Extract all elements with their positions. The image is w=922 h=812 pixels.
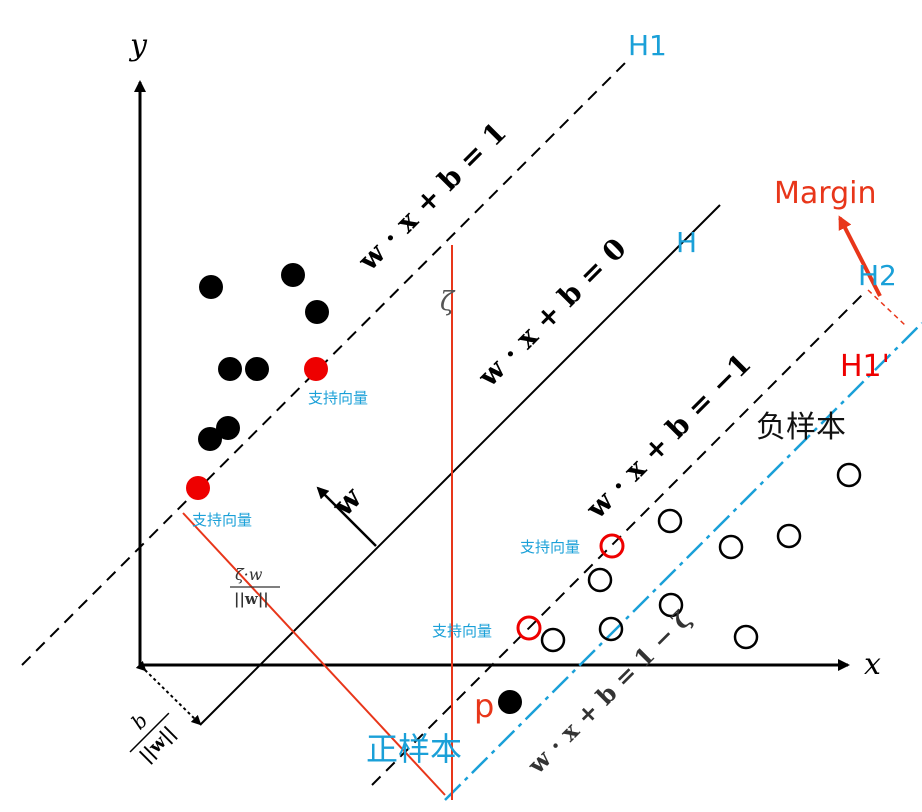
y-axis-label: y (128, 28, 148, 63)
equation-h1: w · x + b = 1 (351, 116, 513, 278)
negative-point (587, 567, 613, 593)
point-p (498, 690, 522, 714)
equation-h: w · x + b = 0 (471, 232, 633, 394)
label-h1: H1 (628, 29, 667, 62)
label-margin: Margin (774, 176, 876, 211)
fraction-b-w: b ||w|| (126, 708, 180, 767)
label-h2: H2 (858, 259, 897, 292)
equation-h2: w · x + b = −1 (579, 347, 758, 526)
negative-point (658, 592, 684, 618)
positive-point (218, 357, 242, 381)
positive-point (281, 263, 305, 287)
fraction-denominator: ||w|| (234, 590, 269, 608)
positive-point (305, 300, 329, 324)
label-h1-prime: H1' (840, 349, 890, 384)
w-vector-arrow (316, 486, 377, 547)
negative-support-vector (599, 533, 625, 559)
offset-fraction-bar (129, 712, 170, 753)
label-h: H (676, 226, 697, 259)
positive-support-vector (186, 476, 210, 500)
support-vector-label-4: 支持向量 (432, 622, 492, 640)
margin-dashed-connector (867, 289, 906, 326)
support-vector-label-1: 支持向量 (308, 389, 368, 407)
label-zeta: ζ (440, 287, 456, 317)
positive-point (245, 357, 269, 381)
fraction-zeta-w: ζ·w ||w|| (230, 565, 280, 608)
positive-points (186, 263, 522, 714)
label-positive-samples: 正样本 (366, 730, 462, 768)
negative-point (598, 616, 624, 642)
line-h1-prime (444, 322, 922, 801)
positive-point (216, 416, 240, 440)
label-p: p (474, 687, 494, 725)
negative-support-vector (516, 615, 542, 641)
margin-arrow (838, 215, 882, 297)
line-h2 (371, 294, 863, 786)
label-w-vector: w (325, 480, 370, 525)
support-vector-label-3: 支持向量 (520, 538, 580, 556)
x-axis-label: x (864, 647, 881, 682)
negative-point (776, 523, 802, 549)
zeta-w-line (182, 512, 446, 796)
positive-point (199, 275, 223, 299)
support-vector-label-2: 支持向量 (192, 511, 252, 529)
line-h (199, 204, 721, 726)
offset-numerator: b (126, 708, 152, 734)
label-negative-samples: 负样本 (756, 410, 846, 445)
negative-point (733, 624, 759, 650)
negative-point (718, 534, 744, 560)
negative-points (516, 462, 862, 653)
negative-point (836, 462, 862, 488)
negative-point (657, 508, 683, 534)
negative-point (540, 627, 566, 653)
positive-support-vector (304, 357, 328, 381)
positive-point (198, 427, 222, 451)
offset-arrow (135, 660, 202, 726)
fraction-numerator: ζ·w (235, 565, 263, 584)
